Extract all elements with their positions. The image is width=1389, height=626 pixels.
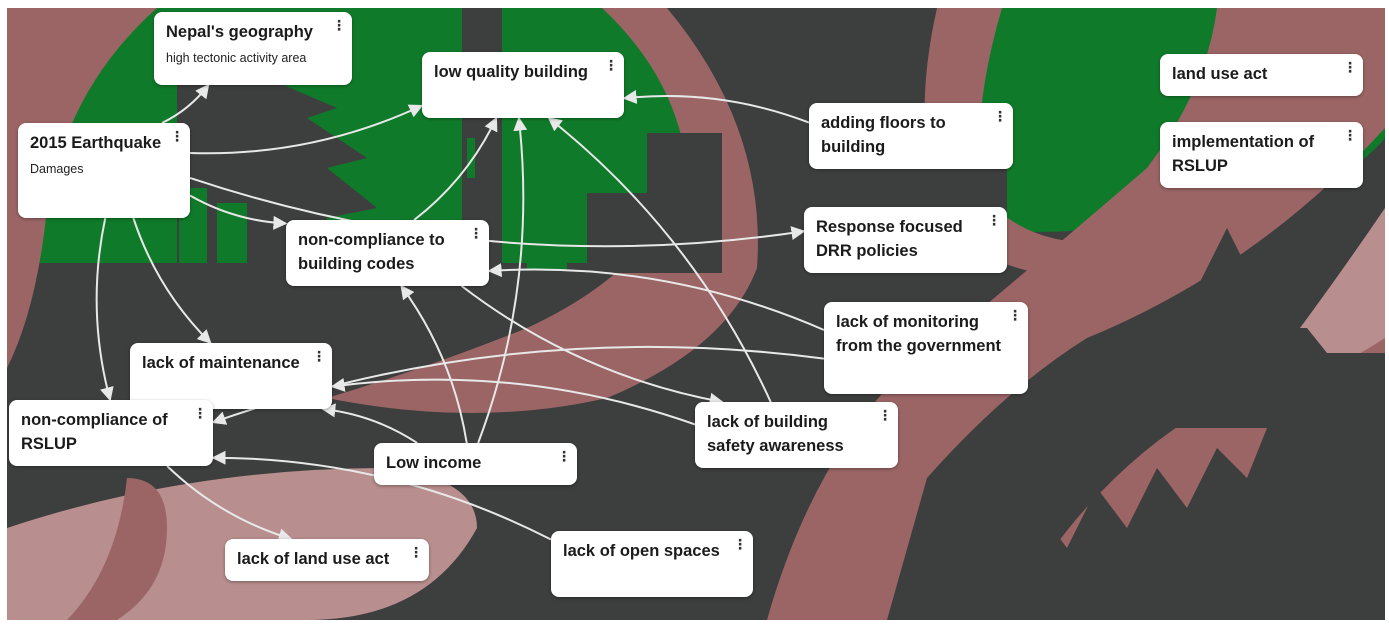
node-lack-of-open-spaces[interactable]: lack of open spaces: [551, 531, 753, 597]
node-title: land use act: [1172, 65, 1268, 83]
edge-noncompliance_rslup-to-lack_land_use_act: [166, 465, 293, 543]
more-options-icon[interactable]: [557, 447, 571, 465]
more-options-icon[interactable]: [193, 404, 207, 422]
node-nepal-geography[interactable]: Nepal's geography high tectonic activity…: [154, 12, 352, 85]
more-options-icon[interactable]: [987, 211, 1001, 229]
more-options-icon[interactable]: [733, 535, 747, 553]
node-title: lack of building safety awareness: [707, 413, 844, 455]
more-options-icon[interactable]: [312, 347, 326, 365]
node-title: lack of open spaces: [563, 542, 720, 560]
edge-layer: [95, 83, 825, 543]
edge-adding_floors-to-low_quality_building: [622, 89, 810, 124]
diagram-canvas: Nepal's geography high tectonic activity…: [7, 8, 1385, 620]
node-lack-building-safety-awareness[interactable]: lack of building safety awareness: [695, 402, 898, 468]
more-options-icon[interactable]: [993, 107, 1007, 125]
edge-earthquake_2015-to-lack_maintenance: [132, 217, 212, 344]
edge-low_income-to-low_quality_building: [477, 116, 528, 444]
more-options-icon[interactable]: [469, 224, 483, 242]
node-title: non-compliance to building codes: [298, 231, 445, 273]
node-title: low quality building: [434, 63, 588, 81]
edge-low_income-to-lack_maintenance: [321, 403, 418, 444]
edge-noncompliance_codes-to-low_quality_building: [413, 116, 498, 221]
edge-earthquake_2015-to-low_quality_building: [189, 104, 424, 155]
more-options-icon[interactable]: [1343, 58, 1357, 76]
node-subtitle: high tectonic activity area: [166, 51, 307, 65]
more-options-icon[interactable]: [409, 543, 423, 561]
more-options-icon[interactable]: [878, 406, 892, 424]
node-noncompliance-rslup[interactable]: non-compliance of RSLUP: [9, 400, 213, 466]
node-title: Nepal's geography: [166, 23, 313, 41]
kathmandu-skyline-backdrop: [7, 8, 1385, 620]
more-options-icon[interactable]: [1008, 306, 1022, 324]
edge-earthquake_2015-to-response_drr: [189, 177, 806, 248]
node-subtitle: Damages: [30, 162, 84, 176]
node-response-focused-drr[interactable]: Response focused DRR policies: [804, 207, 1007, 273]
node-lack-of-monitoring[interactable]: lack of monitoring from the government: [824, 302, 1028, 394]
node-low-quality-building[interactable]: low quality building: [422, 52, 624, 118]
edge-lack_safety_awareness-to-lack_maintenance: [330, 377, 696, 426]
node-title: 2015 Earthquake: [30, 134, 162, 152]
node-title: Response focused DRR policies: [816, 218, 963, 260]
node-adding-floors[interactable]: adding floors to building: [809, 103, 1013, 169]
node-2015-earthquake[interactable]: 2015 Earthquake Damages: [18, 123, 190, 218]
node-lack-of-land-use-act[interactable]: lack of land use act: [225, 539, 429, 581]
edge-earthquake_2015-to-noncompliance_rslup: [95, 217, 114, 402]
edge-noncompliance_codes-to-lack_safety_awareness: [461, 285, 724, 407]
node-title: implementation of RSLUP: [1172, 133, 1315, 175]
edge-earthquake_2015-to-nepal_geography: [161, 83, 210, 124]
node-title: lack of maintenance: [142, 354, 300, 372]
node-title: lack of monitoring from the government: [836, 313, 1002, 355]
edge-low_income-to-noncompliance_codes: [400, 284, 468, 444]
more-options-icon[interactable]: [170, 127, 184, 145]
node-low-income[interactable]: Low income: [374, 443, 577, 485]
node-implementation-rslup[interactable]: implementation of RSLUP: [1160, 122, 1363, 188]
node-title: non-compliance of RSLUP: [21, 411, 168, 453]
node-title: lack of land use act: [237, 550, 390, 568]
node-land-use-act[interactable]: land use act: [1160, 54, 1363, 96]
edge-lack_safety_awareness-to-low_quality_building: [547, 117, 772, 403]
edge-earthquake_2015-to-noncompliance_codes: [189, 194, 288, 230]
node-lack-of-maintenance[interactable]: lack of maintenance: [130, 343, 332, 409]
more-options-icon[interactable]: [1343, 126, 1357, 144]
edge-lack_monitoring-to-noncompliance_codes: [487, 263, 825, 331]
more-options-icon[interactable]: [332, 16, 346, 34]
more-options-icon[interactable]: [604, 56, 618, 74]
node-noncompliance-building-codes[interactable]: non-compliance to building codes: [286, 220, 489, 286]
node-title: Low income: [386, 454, 482, 472]
node-title: adding floors to building: [821, 114, 946, 156]
